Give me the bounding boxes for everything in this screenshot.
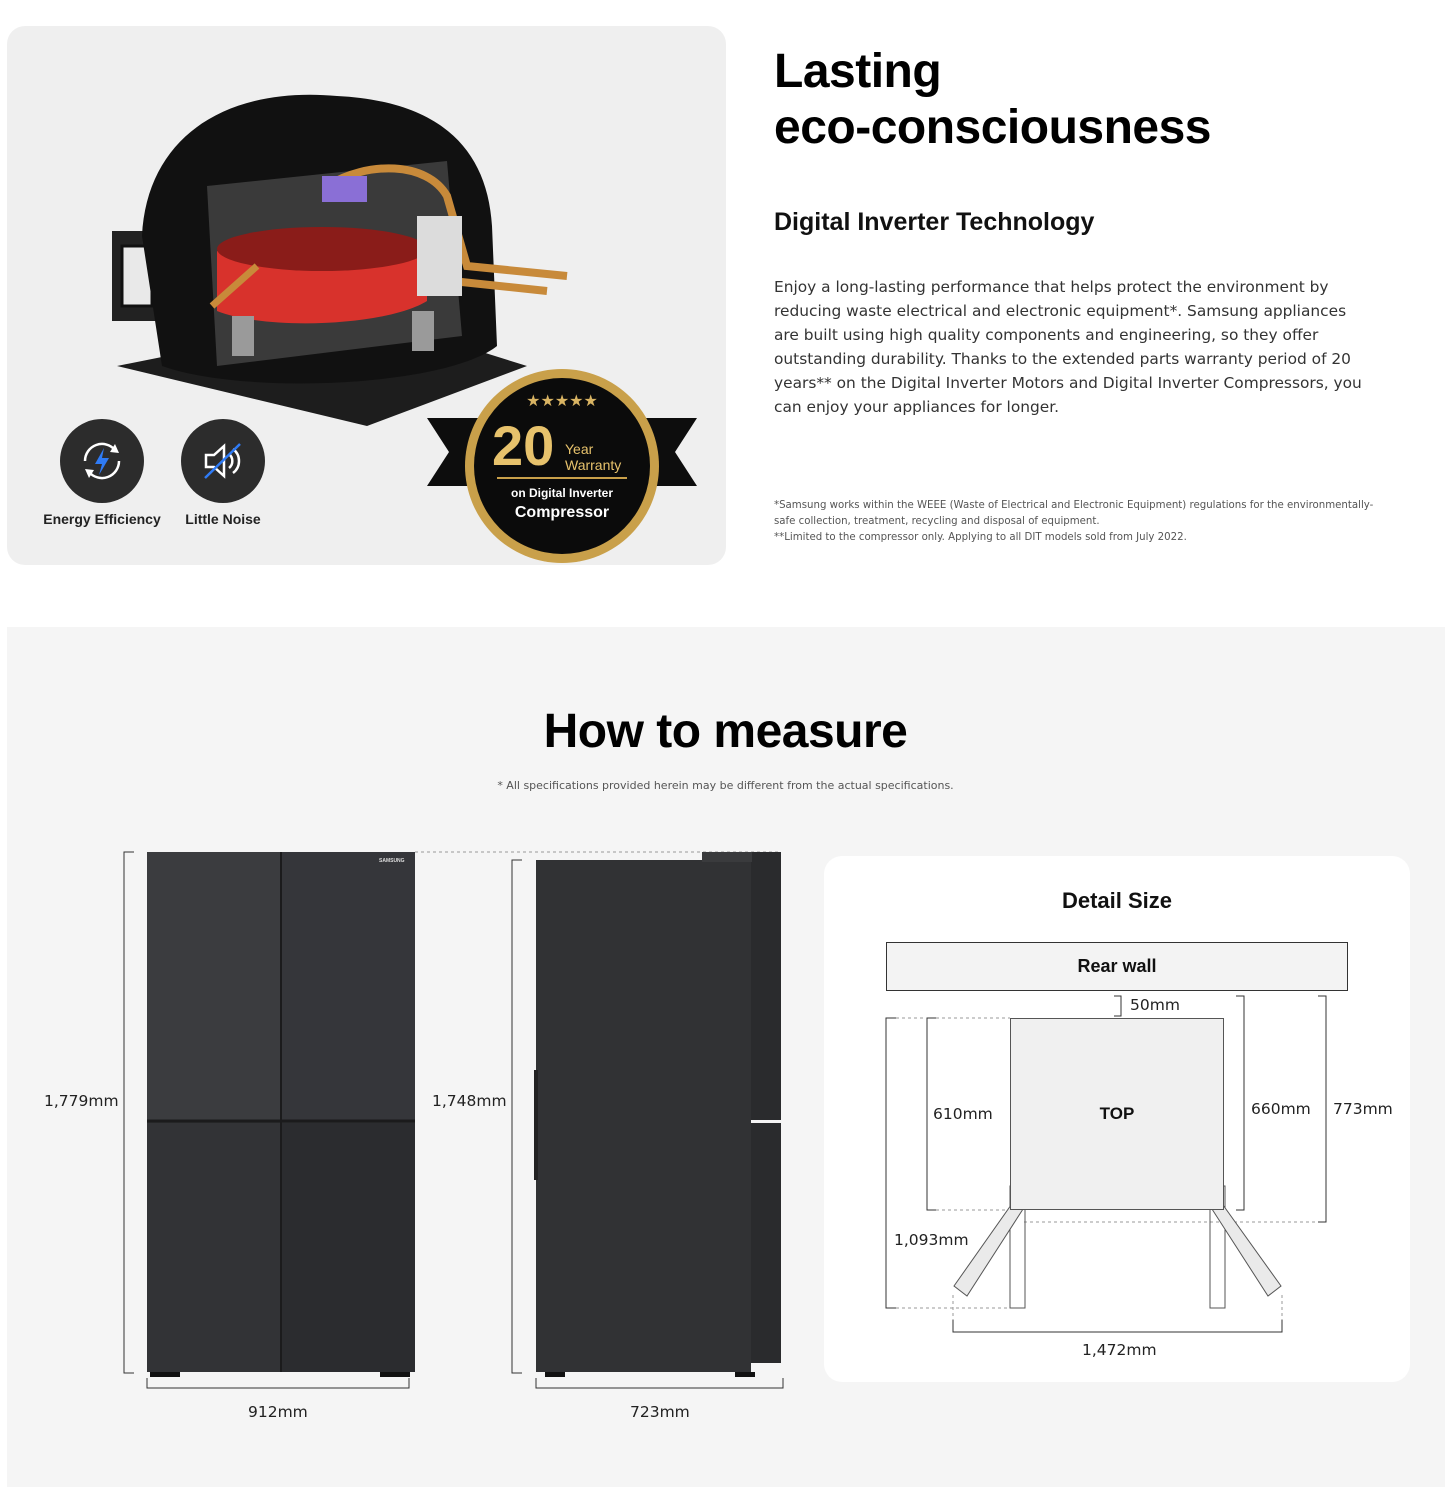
front-width-label: 912mm: [248, 1403, 308, 1421]
energy-efficiency-icon: [60, 419, 144, 503]
footnote-weee: *Samsung works within the WEEE (Waste of…: [774, 500, 1374, 527]
badge-warranty: Warranty: [565, 457, 622, 473]
eco-title-line1: Lasting: [774, 45, 942, 98]
side-height-label: 1,748mm: [432, 1092, 507, 1110]
front-fridge: [147, 852, 415, 1377]
badge-year: Year: [565, 441, 594, 457]
gap-50-label: 50mm: [1130, 996, 1180, 1014]
eco-body: Enjoy a long-lasting performance that he…: [774, 278, 1362, 416]
fridge-brand: SAMSUNG: [379, 858, 405, 864]
measure-title: How to measure: [543, 705, 908, 758]
detail-diagram: [885, 995, 1327, 1333]
open-width-label: 1,472mm: [1082, 1341, 1157, 1359]
footnote-compressor: **Limited to the compressor only. Applyi…: [774, 532, 1187, 543]
fridge-top-view: TOP: [1010, 1018, 1224, 1210]
little-noise-label: Little Noise: [185, 511, 261, 527]
door-open-label: 1,093mm: [894, 1231, 969, 1249]
little-noise-icon: [181, 419, 265, 503]
hero-card: Energy Efficiency Little Noise ★★★★★ 20 …: [7, 26, 726, 565]
badge-ribbon: ★★★★★: [427, 369, 697, 563]
warranty-badge: ★★★★★ 20 Year Warranty on Digital Invert…: [427, 366, 697, 565]
svg-text:★★★★★: ★★★★★: [526, 391, 598, 410]
eco-title: Lasting eco-consciousness: [774, 44, 1414, 156]
eco-title-line2: eco-consciousness: [774, 101, 1212, 154]
side-depth-label: 723mm: [630, 1403, 690, 1421]
energy-efficiency-label: Energy Efficiency: [43, 511, 161, 527]
measure-note: * All specifications provided herein may…: [497, 779, 954, 792]
depth-660-label: 660mm: [1251, 1100, 1311, 1118]
depth-773-label: 773mm: [1333, 1100, 1393, 1118]
badge-number: 20: [492, 414, 555, 477]
badge-line1: on Digital Inverter: [510, 486, 614, 500]
top-label: TOP: [1099, 1104, 1135, 1123]
dit-title: Digital Inverter Technology: [774, 208, 1095, 236]
rear-wall-label: Rear wall: [1077, 956, 1157, 976]
fridge-views: [123, 851, 784, 1389]
depth-610-label: 610mm: [933, 1105, 993, 1123]
compressor-illustration: [112, 94, 568, 426]
front-height-label: 1,779mm: [44, 1092, 119, 1110]
detail-title: Detail Size: [1061, 888, 1173, 913]
badge-line2: Compressor: [514, 504, 610, 521]
rear-wall: Rear wall: [886, 942, 1348, 991]
side-fridge: [534, 852, 781, 1377]
